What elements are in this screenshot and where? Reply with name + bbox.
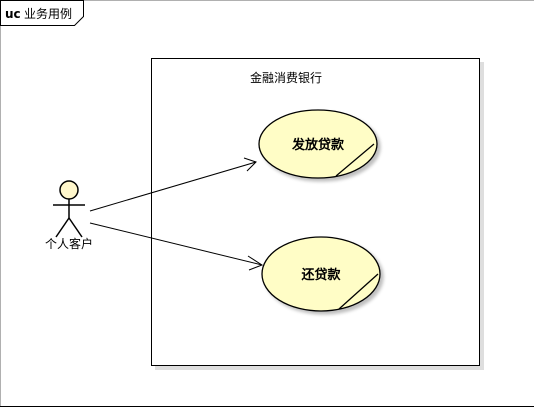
use-case-label: 还贷款: [300, 267, 341, 283]
association-release-loan[interactable]: [89, 157, 257, 212]
frame-keyword: uc: [5, 7, 21, 21]
actor-name: 个人客户: [45, 236, 93, 251]
actor-personal-customer[interactable]: 个人客户: [45, 180, 93, 251]
frame-name: 业务用例: [24, 6, 72, 21]
association-repay-loan[interactable]: [89, 222, 264, 271]
actor-icon: [53, 180, 85, 238]
system-boundary[interactable]: 金融消费银行: [151, 58, 485, 371]
use-case-repay-loan[interactable]: 还贷款: [261, 236, 381, 312]
use-case-release-loan[interactable]: 发放贷款: [258, 109, 378, 179]
frame-tab[interactable]: uc 业务用例: [0, 0, 84, 26]
use-case-label: 发放贷款: [291, 137, 345, 153]
system-name: 金融消费银行: [250, 70, 322, 85]
